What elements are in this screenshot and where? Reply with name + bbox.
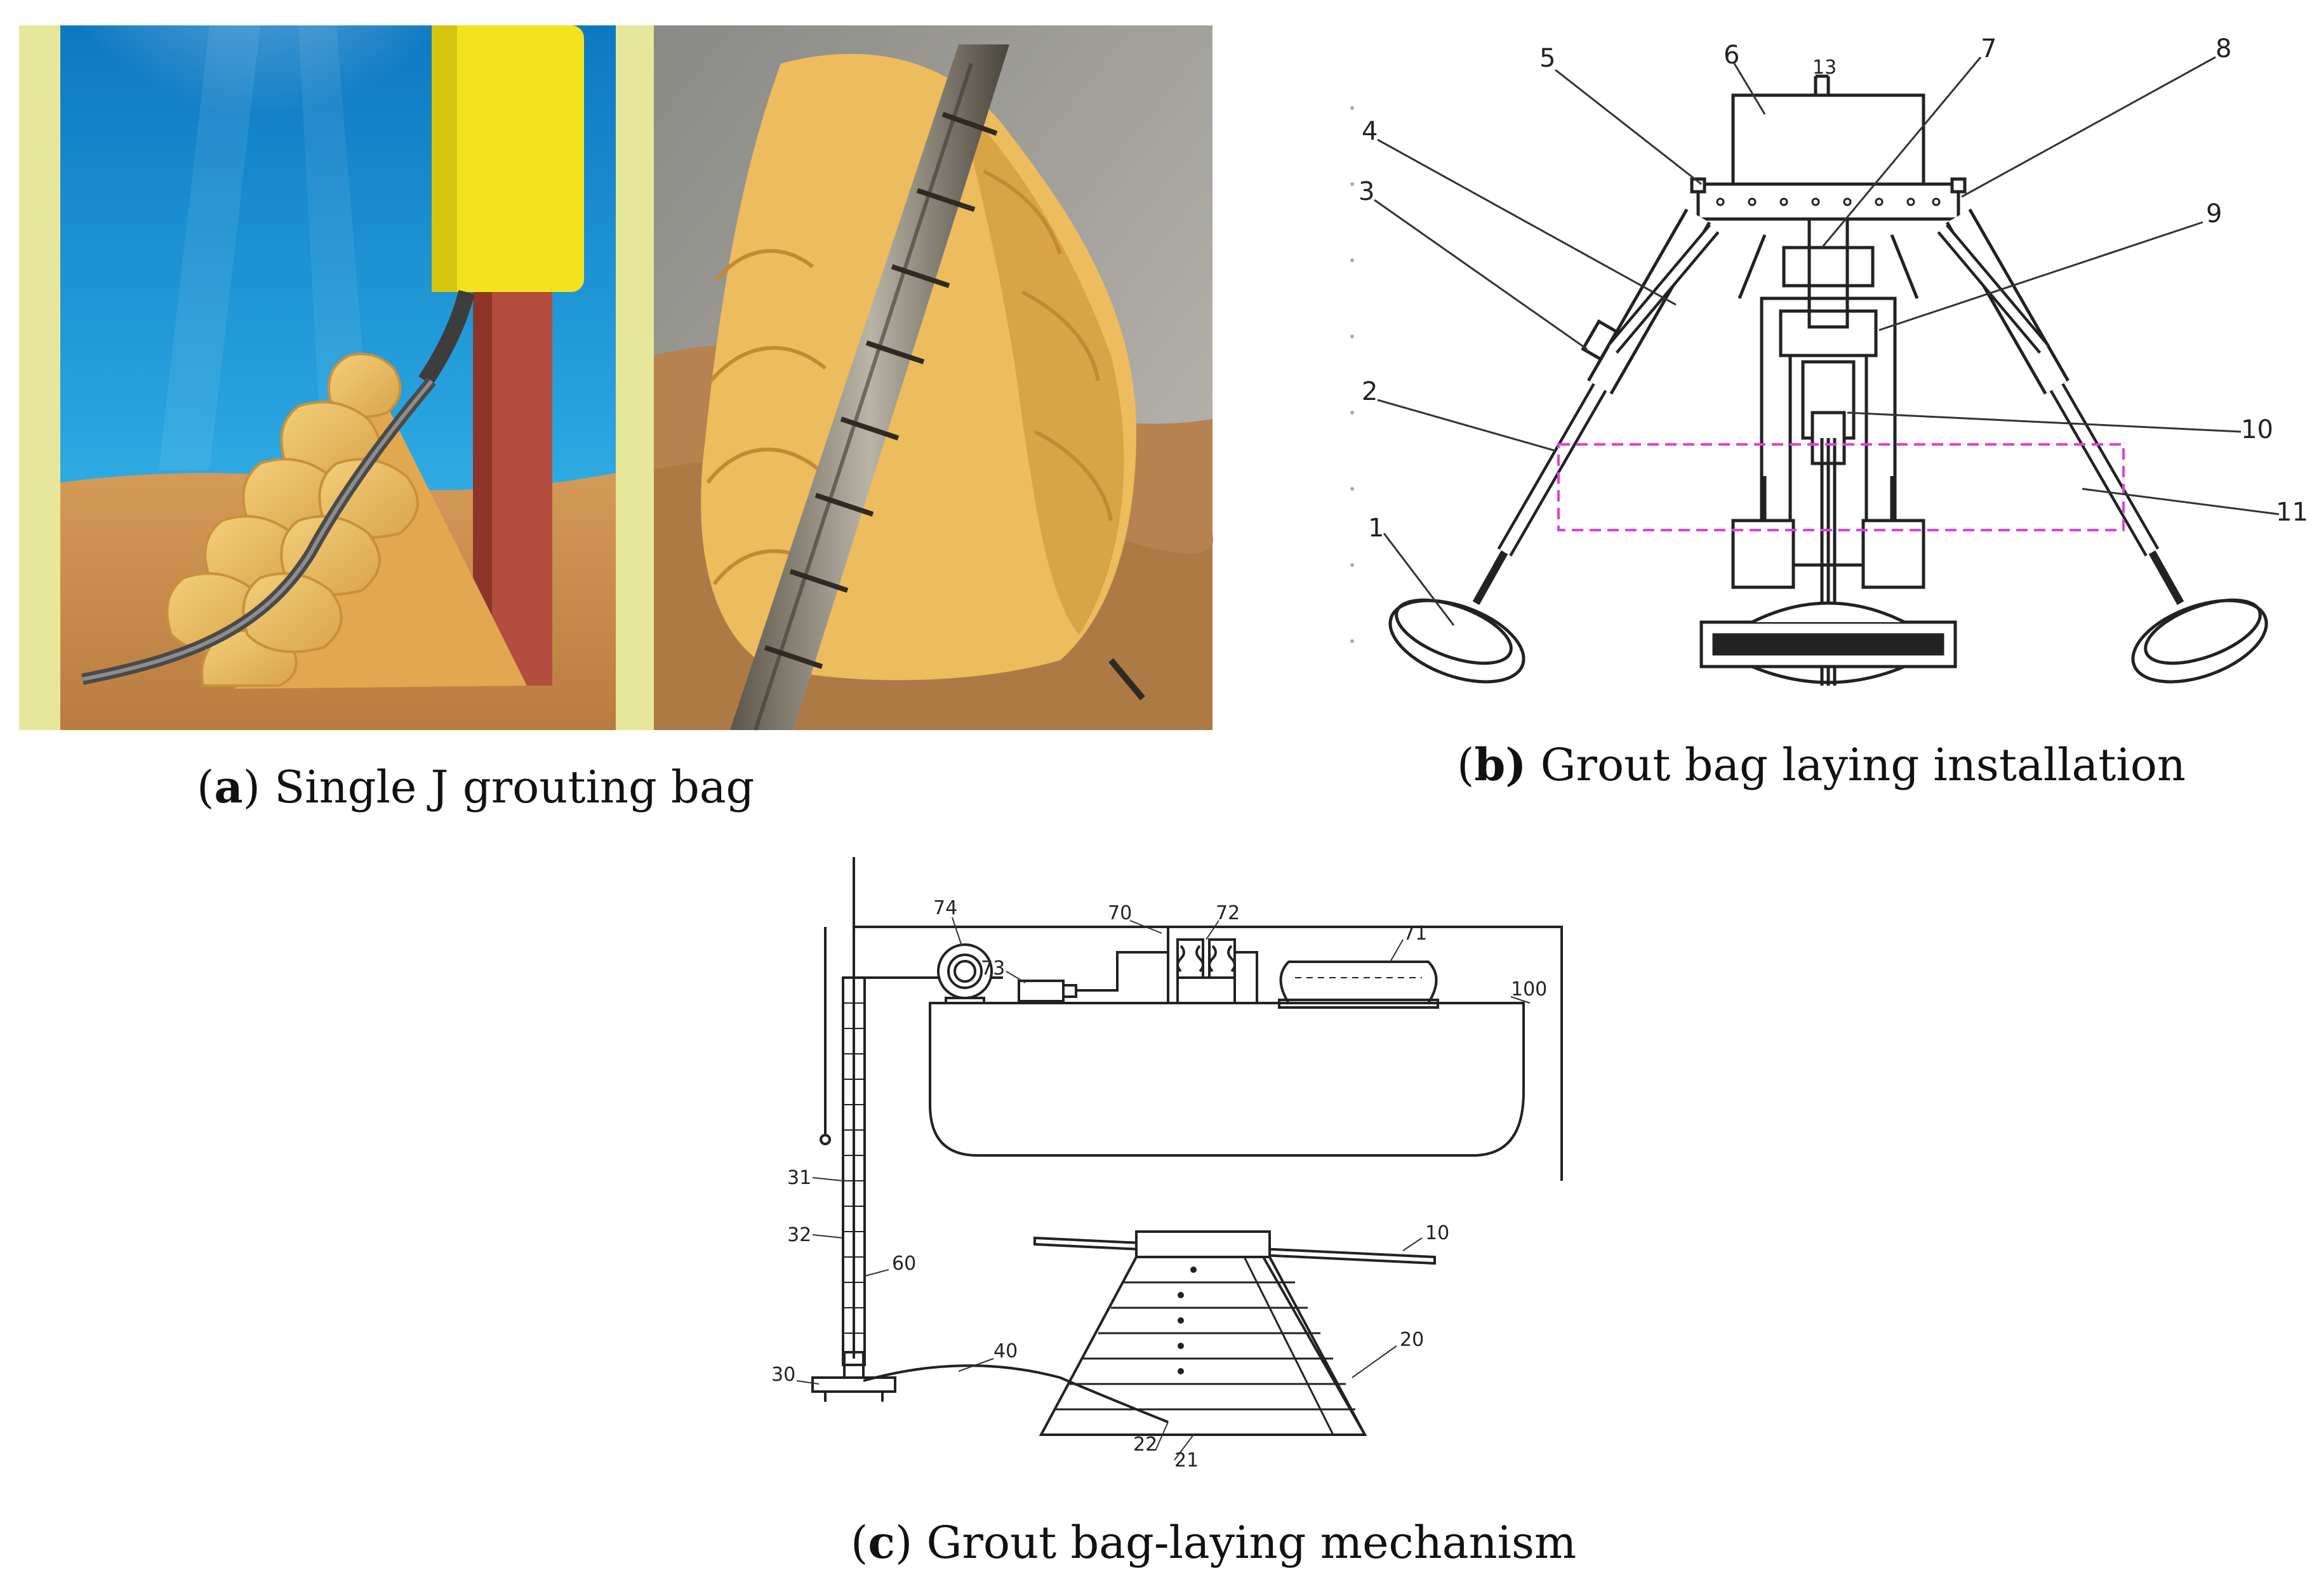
panel-b: 1 2 3 4 5 6 7 8 9 10 11 13 <box>1346 32 2311 749</box>
pipeline-bags-photo <box>654 25 1214 731</box>
label-30: 30 <box>771 1364 795 1386</box>
caption-a: (a) Single J grouting bag <box>197 761 755 813</box>
label-40: 40 <box>993 1340 1018 1362</box>
label-72: 72 <box>1216 902 1240 924</box>
label-4: 4 <box>1362 117 1378 146</box>
panel-c-drawing: 74 70 72 73 71 100 31 32 60 10 20 30 40 … <box>771 857 1563 1472</box>
stacked-bags <box>166 352 419 687</box>
caption-b: (b) Grout bag laying installation <box>1457 738 2186 791</box>
label-21: 21 <box>1174 1449 1199 1472</box>
underwater-scene <box>44 0 616 730</box>
label-73: 73 <box>981 957 1005 980</box>
label-3: 3 <box>1359 177 1374 206</box>
label-32: 32 <box>787 1224 811 1246</box>
label-22: 22 <box>1133 1433 1157 1456</box>
workspace-outline <box>1557 443 2125 531</box>
label-60: 60 <box>892 1253 916 1275</box>
panel-c: 74 70 72 73 71 100 31 32 60 10 20 30 40 … <box>762 851 1587 1472</box>
panel-a <box>19 0 1214 731</box>
caption-c: (c) Grout bag-laying mechanism <box>851 1516 1577 1569</box>
label-70: 70 <box>1108 902 1132 924</box>
label-1: 1 <box>1368 514 1384 543</box>
panel-b-drawing: 1 2 3 4 5 6 7 8 9 10 11 13 <box>1350 34 2308 686</box>
label-71: 71 <box>1403 922 1427 945</box>
label-10: 10 <box>2241 415 2273 444</box>
label-9: 9 <box>2206 199 2222 229</box>
label-8: 8 <box>2216 34 2231 63</box>
label-20: 20 <box>1400 1329 1424 1351</box>
label-6: 6 <box>1724 41 1739 70</box>
label-31: 31 <box>787 1167 811 1189</box>
label-13: 13 <box>1812 57 1837 79</box>
label-10: 10 <box>1425 1222 1449 1244</box>
label-74: 74 <box>933 897 957 919</box>
label-2: 2 <box>1362 377 1378 406</box>
label-100: 100 <box>1511 978 1547 1001</box>
label-5: 5 <box>1539 44 1555 73</box>
label-7: 7 <box>1981 34 1997 63</box>
label-11: 11 <box>2276 498 2308 527</box>
panel-a-illustration <box>19 0 1214 731</box>
